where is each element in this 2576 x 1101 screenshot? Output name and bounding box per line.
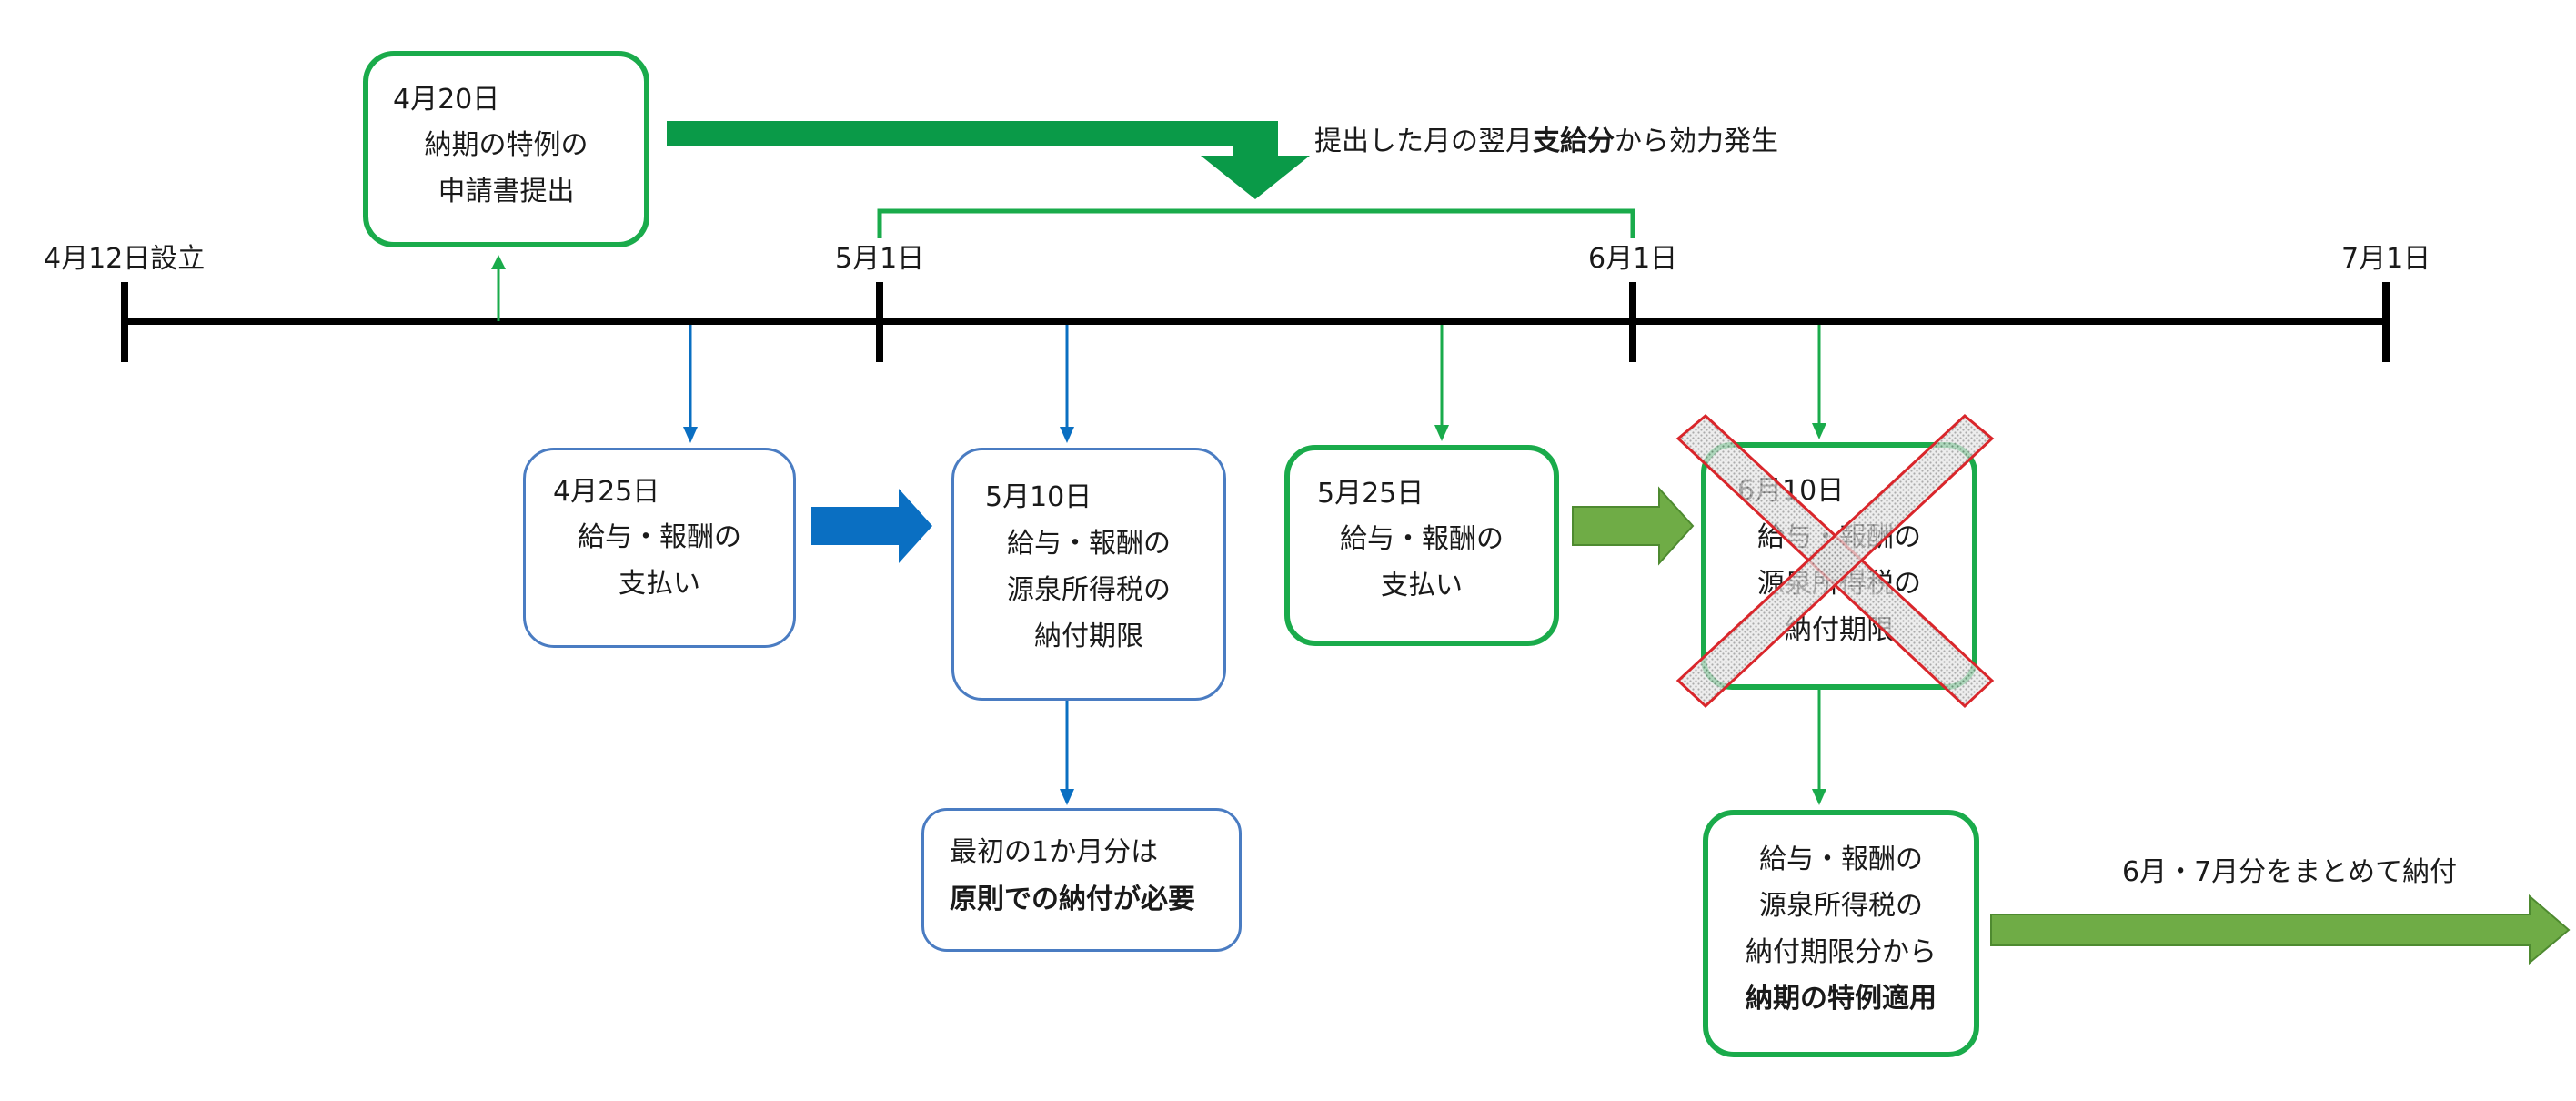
deadline-june-line3: 納付期限 [1785, 614, 1894, 646]
special-applied-line2: 源泉所得税の [1759, 890, 1923, 922]
deadline-may-box: 5月10日 給与・報酬の 源泉所得税の 納付期限 [951, 448, 1226, 701]
deadline-may-pointer-head [1060, 427, 1074, 443]
effect-note: 提出した月の翌月支給分から効力発生 [1314, 126, 1778, 158]
pay-april-date: 4月25日 [553, 476, 660, 508]
special-applied-line3: 納付期限分から [1746, 936, 1937, 968]
deadline-june-pointer-head [1812, 423, 1826, 439]
effect-note-suffix: から効力発生 [1615, 126, 1778, 157]
pay-april-line2: 支払い [619, 568, 700, 600]
deadline-june-box: 6月10日 給与・報酬の 源泉所得税の 納付期限 [1701, 442, 1977, 690]
application-date: 4月20日 [393, 84, 500, 116]
deadline-june-line1: 給与・報酬の [1757, 521, 1921, 553]
special-applied-line4: 納期の特例適用 [1746, 983, 1937, 1015]
deadline-may-line2: 源泉所得税の [1007, 574, 1171, 606]
deadline-june-date: 6月10日 [1737, 475, 1845, 507]
first-month-line1: 最初の1か月分は [950, 836, 1159, 868]
tick-label-may1: 5月1日 [835, 243, 925, 275]
application-line1: 納期の特例の [424, 129, 589, 161]
deadline-may-date: 5月10日 [985, 481, 1092, 513]
application-pointer-head [491, 255, 506, 269]
pay-may-line1: 給与・報酬の [1340, 523, 1504, 555]
first-month-box: 最初の1か月分は 原則での納付が必要 [921, 808, 1242, 952]
tick-label-jun1: 6月1日 [1588, 243, 1678, 275]
application-line2: 申請書提出 [438, 176, 575, 207]
first-month-pointer-head [1060, 789, 1074, 805]
effect-bent-arrow [667, 121, 1310, 199]
blue-flow-arrow [811, 489, 932, 563]
application-box: 4月20日 納期の特例の 申請書提出 [363, 51, 649, 247]
effect-note-prefix: 提出した月の翌月 [1314, 126, 1533, 157]
combined-payment-note: 6月・7月分をまとめて納付 [2122, 856, 2458, 888]
deadline-may-line3: 納付期限 [1034, 621, 1143, 652]
olive-flow-arrow [1572, 486, 1695, 566]
pay-may-date: 5月25日 [1317, 478, 1424, 510]
special-applied-pointer-head [1812, 789, 1826, 805]
tick-label-established: 4月12日設立 [44, 243, 206, 275]
effect-note-bold: 支給分 [1533, 126, 1615, 157]
combined-payment-arrow [1990, 894, 2571, 965]
deadline-june-line2: 源泉所得税の [1757, 568, 1921, 600]
special-applied-line1: 給与・報酬の [1759, 843, 1923, 875]
first-month-line2: 原則での納付が必要 [950, 884, 1195, 915]
tick-label-jul1: 7月1日 [2341, 243, 2431, 275]
effect-period-bracket [877, 208, 1635, 238]
pay-april-box: 4月25日 給与・報酬の 支払い [523, 448, 796, 648]
pay-april-pointer-head [683, 427, 698, 443]
pay-may-box: 5月25日 給与・報酬の 支払い [1284, 445, 1559, 646]
special-applied-box: 給与・報酬の 源泉所得税の 納付期限分から 納期の特例適用 [1703, 810, 1979, 1057]
pay-april-line1: 給与・報酬の [578, 521, 741, 553]
pay-may-pointer-head [1434, 425, 1449, 441]
deadline-may-line1: 給与・報酬の [1007, 528, 1171, 560]
pay-may-line2: 支払い [1381, 570, 1463, 601]
